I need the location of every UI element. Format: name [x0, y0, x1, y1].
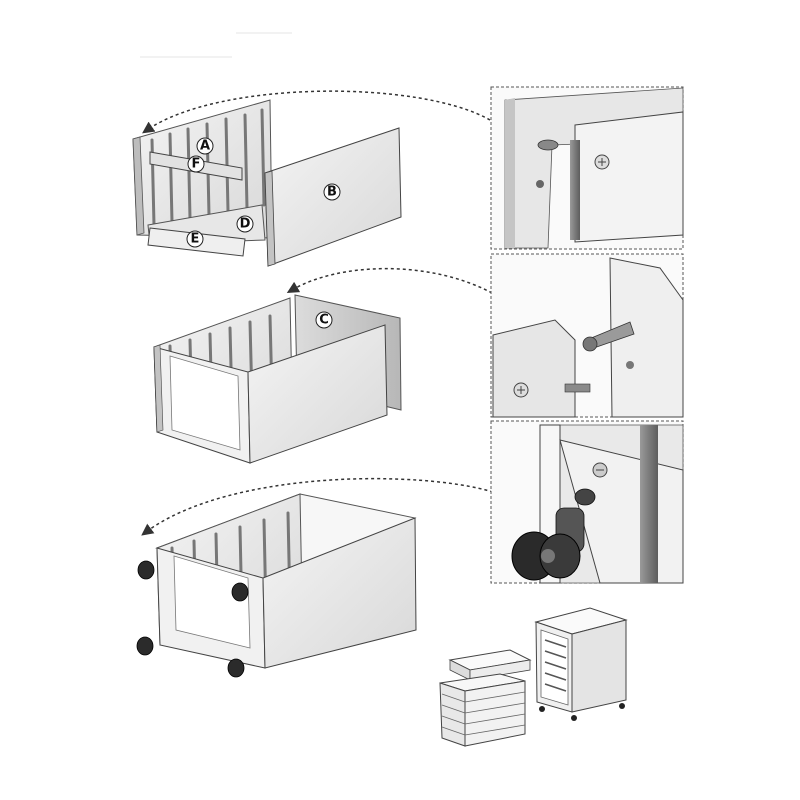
curved-arrow-icon	[142, 90, 491, 134]
screw-icon	[592, 462, 608, 478]
label-e: E	[186, 230, 204, 248]
caster-wheel-icon	[136, 560, 249, 678]
finished-cabinet	[534, 607, 628, 721]
svg-text:C: C	[319, 313, 329, 328]
header-marks	[140, 32, 292, 58]
step-2-assembly: C	[153, 294, 402, 464]
step-3-assembly	[136, 493, 417, 678]
svg-text:B: B	[327, 185, 337, 200]
label-b: B	[323, 183, 341, 201]
detail-box-1	[490, 86, 684, 250]
detail-box-2	[490, 253, 684, 418]
screw-icon	[513, 382, 529, 398]
svg-text:E: E	[191, 232, 200, 247]
step-1-assembly: A F D E B	[132, 99, 402, 267]
detail-box-3	[490, 420, 684, 584]
svg-text:F: F	[192, 157, 201, 172]
finished-drawer-stack	[439, 649, 532, 747]
curved-arrow-icon	[286, 267, 493, 294]
svg-text:A: A	[200, 139, 210, 154]
curved-arrow-icon	[141, 477, 494, 536]
label-c: C	[315, 311, 333, 329]
label-f: F	[187, 155, 205, 173]
label-d: D	[236, 215, 254, 233]
svg-text:D: D	[240, 217, 251, 232]
cam-dowel-icon	[564, 321, 635, 393]
caster-wheel-icon	[511, 488, 596, 581]
screw-icon	[594, 154, 610, 170]
label-a: A	[196, 137, 214, 155]
